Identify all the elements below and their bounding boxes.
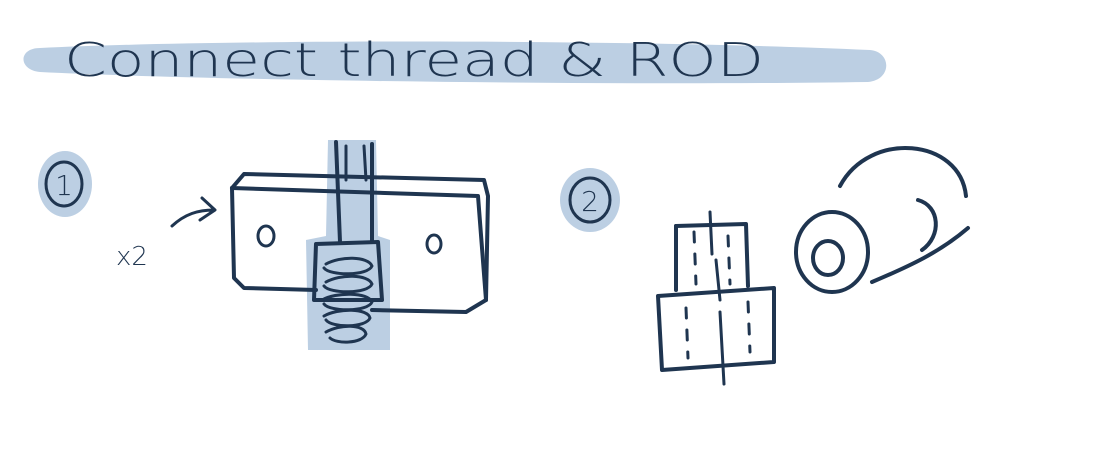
pointer-arrow — [170, 196, 217, 228]
title-banner: Connect thread & ROD — [23, 33, 887, 87]
step-1-badge: 1 — [38, 151, 92, 217]
coupler-part — [656, 210, 776, 386]
page-title: Connect thread & ROD — [64, 33, 764, 87]
quantity-label: x2 — [116, 242, 148, 272]
step-1-number: 1 — [55, 169, 73, 202]
nut-block — [230, 140, 490, 350]
rod-cylinder — [794, 145, 970, 294]
title-highlight — [23, 41, 887, 84]
step-2-number: 2 — [581, 185, 599, 218]
step-2-badge: 2 — [560, 168, 620, 232]
